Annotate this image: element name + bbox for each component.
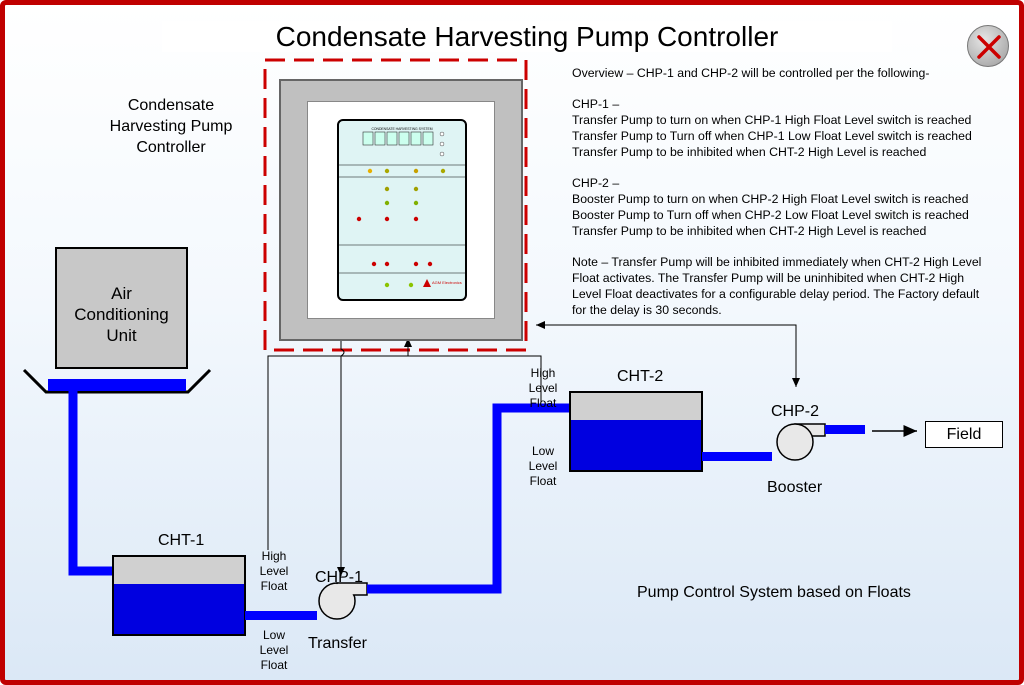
led <box>356 216 362 222</box>
brand-label: AGM Electronics <box>432 280 462 285</box>
float-label-line: Level <box>259 643 289 657</box>
chp2-label: CHP-2 <box>771 403 820 420</box>
controller-label: Condensate Harvesting Pump Controller <box>91 95 251 158</box>
overview-intro: Overview – CHP-1 and CHP-2 will be contr… <box>572 66 930 80</box>
signal-cht2-float <box>408 355 542 402</box>
led <box>371 261 377 267</box>
ac-unit: Air Conditioning Unit <box>55 247 188 369</box>
float-label-line: Low <box>262 628 285 642</box>
chp1-label: CHP-1 <box>315 569 364 586</box>
faceplate-header: CONDENSATE HARVESTING SYSTEM <box>371 127 432 131</box>
agm-logo-icon <box>423 279 431 287</box>
ac-unit-label: Air Conditioning Unit <box>57 283 186 346</box>
tank-cht2 <box>569 391 703 472</box>
led <box>413 200 419 206</box>
float-label-line: Float <box>260 579 288 593</box>
led <box>384 282 390 288</box>
controller-label-line: Controller <box>136 139 206 156</box>
chp1-rule: Transfer Pump to Turn off when CHP-1 Low… <box>572 129 972 143</box>
controller-label-line: Harvesting Pump <box>109 118 233 135</box>
chp2-rule: Booster Pump to turn on when CHP-2 High … <box>572 192 969 206</box>
chp1-rule: Transfer Pump to turn on when CHP-1 High… <box>572 113 972 127</box>
mode-button[interactable] <box>439 131 445 137</box>
select-button[interactable] <box>439 151 445 157</box>
led <box>408 282 414 288</box>
led <box>384 168 390 174</box>
signal-cht1-float <box>267 338 412 550</box>
led <box>427 261 433 267</box>
chp2-heading: CHP-2 – <box>572 176 620 190</box>
system-caption: Pump Control System based on Floats <box>637 584 911 601</box>
controller-boundary <box>263 58 528 352</box>
pipe-discharge <box>825 425 865 434</box>
chp1-role-label: Transfer <box>308 635 367 652</box>
float-label-line: Float <box>529 396 557 410</box>
controller-label-line: Condensate <box>127 97 215 114</box>
cht2-label: CHT-2 <box>617 368 664 385</box>
float-label-line: High <box>261 549 287 563</box>
float-label-line: High <box>530 366 556 380</box>
cht1-low-float-label: Low Level Float <box>251 628 297 673</box>
cht2-high-float-label: High Level Float <box>520 366 566 411</box>
float-label-line: Float <box>260 658 288 672</box>
faceplate-graphic: CONDENSATE HARVESTING SYSTEM <box>339 127 465 288</box>
pump-chp1 <box>318 582 368 620</box>
enter-button[interactable] <box>439 141 445 147</box>
signal-chp1 <box>337 337 345 576</box>
note-line: for the delay is 30 seconds. <box>572 303 722 317</box>
pipe-cht1-chp1 <box>245 611 317 620</box>
pipe-cht2-chp2 <box>702 452 772 461</box>
cht1-high-float-label: High Level Float <box>251 549 297 594</box>
led <box>413 261 419 267</box>
signal-chp2-in <box>536 321 797 385</box>
cht1-label: CHT-1 <box>158 532 205 549</box>
chp2-rule: Transfer Pump to be inhibited when CHT-2… <box>572 224 927 238</box>
overview-text: Overview – CHP-1 and CHP-2 will be contr… <box>572 65 1012 333</box>
led <box>413 168 419 174</box>
chp2-rule: Booster Pump to Turn off when CHP-2 Low … <box>572 208 969 222</box>
chp2-role-label: Booster <box>767 479 823 496</box>
page-title: Condensate Harvesting Pump Controller <box>162 21 892 52</box>
led <box>384 200 390 206</box>
field-box: Field <box>925 421 1003 448</box>
setpoint-led <box>367 168 373 174</box>
drain-pan <box>22 368 212 394</box>
float-label-line: Low <box>531 444 554 458</box>
float-label-line: Float <box>529 474 557 488</box>
chp1-heading: CHP-1 – <box>572 97 620 111</box>
note-line: Float activates. The Transfer Pump will … <box>572 271 965 285</box>
close-x-icon <box>977 35 1001 59</box>
led <box>384 186 390 192</box>
controller-faceplate: CONDENSATE HARVESTING SYSTEM <box>337 119 467 301</box>
note-line: Note – Transfer Pump will be inhibited i… <box>572 255 982 269</box>
segment-display <box>362 131 434 146</box>
note-line: Level Float deactivates for a configurab… <box>572 287 980 301</box>
ac-unit-label-line: Conditioning <box>74 305 169 324</box>
cht2-low-float-label: Low Level Float <box>520 444 566 489</box>
pump-chp2 <box>776 423 826 461</box>
led <box>440 168 446 174</box>
float-label-line: Level <box>528 459 558 473</box>
float-label-line: Level <box>259 564 289 578</box>
led <box>384 216 390 222</box>
close-button[interactable] <box>967 25 1009 67</box>
chp1-rule: Transfer Pump to be inhibited when CHT-2… <box>572 145 927 159</box>
drain-pipe <box>68 390 113 576</box>
float-label-line: Level <box>528 381 558 395</box>
led <box>384 261 390 267</box>
led <box>413 186 419 192</box>
tank-cht1 <box>112 555 246 636</box>
ac-unit-label-line: Air <box>111 284 132 303</box>
led <box>413 216 419 222</box>
ac-unit-label-line: Unit <box>106 326 137 345</box>
pipe-chp1-cht2 <box>367 403 570 594</box>
